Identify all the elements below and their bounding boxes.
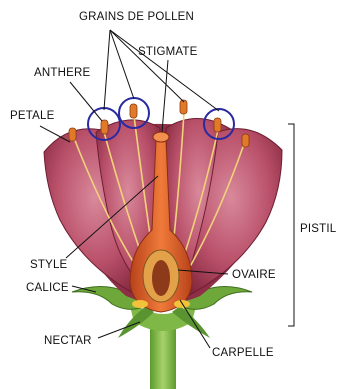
label-stigma: STIGMATE — [138, 46, 198, 58]
anther — [214, 118, 221, 132]
label-pistil: PISTIL — [300, 223, 337, 235]
ovule — [152, 260, 170, 296]
label-nectar: NECTAR — [44, 335, 92, 347]
anther — [242, 134, 249, 147]
label-pollen-grains: GRAINS DE POLLEN — [79, 11, 194, 23]
stigma — [153, 132, 169, 142]
label-petal: PETALE — [10, 110, 55, 122]
anther — [130, 104, 137, 118]
label-anther: ANTHERE — [34, 67, 90, 79]
label-style: STYLE — [30, 259, 68, 271]
anther — [101, 120, 108, 134]
label-calyx: CALICE — [26, 282, 69, 294]
nectary-left — [132, 300, 148, 308]
label-ovary: OVAIRE — [232, 269, 276, 281]
anther — [69, 128, 76, 141]
label-carpel: CARPELLE — [212, 347, 274, 359]
